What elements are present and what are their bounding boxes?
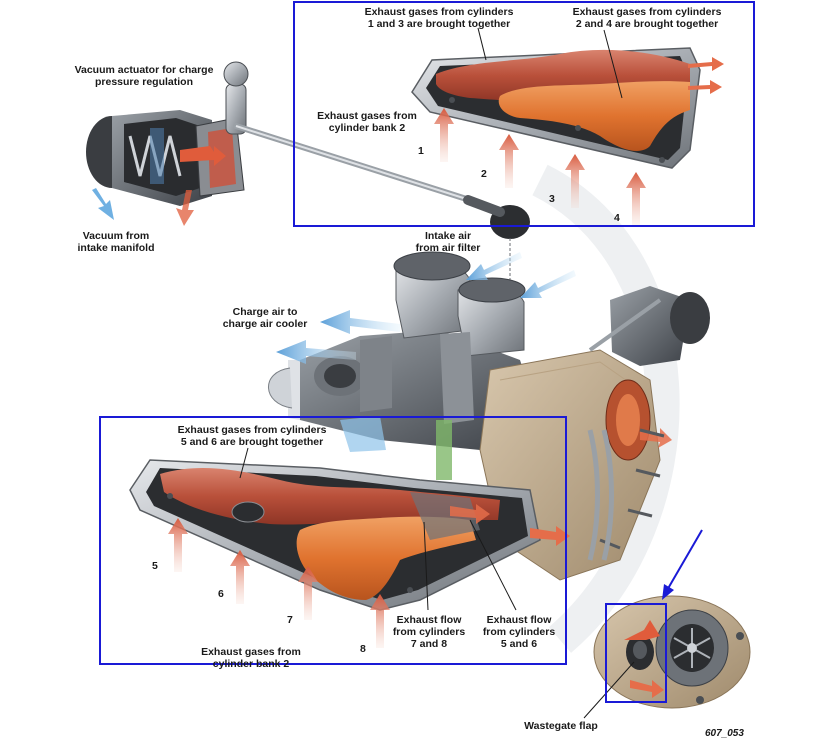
cylinder-inflow-arrows-top	[434, 108, 646, 226]
cylinder-number-6: 6	[218, 588, 224, 600]
actuator-rod	[233, 123, 530, 300]
cylinder-number-8: 8	[360, 643, 366, 655]
cylinder-inflow-arrows-lower	[168, 518, 390, 648]
exhaust-flow-arrows-lower	[450, 504, 570, 546]
upper-runner-2-4	[498, 81, 690, 151]
cylinder-number-5: 5	[152, 560, 158, 572]
cylinder-number-4: 4	[614, 212, 620, 224]
figure-id: 607_053	[705, 728, 744, 739]
vacuum-actuator	[86, 61, 249, 206]
label-wastegate-flap: Wastegate flap	[524, 720, 598, 732]
cylinder-number-1: 1	[418, 145, 424, 157]
upper-exhaust-manifold	[411, 47, 701, 169]
leader-lines	[239, 27, 635, 719]
cylinder-number-7: 7	[287, 614, 293, 626]
highlight-box-lower	[99, 416, 567, 665]
vacuum-inflow-arrows	[92, 188, 194, 226]
exhaust-outlet-arrows-top	[688, 57, 724, 94]
pointer-arrow	[662, 529, 703, 600]
highlight-box-wastegate	[605, 603, 667, 703]
cylinder-number-2: 2	[481, 168, 487, 180]
lower-exhaust-manifold	[129, 416, 541, 611]
background-swoosh	[532, 164, 680, 653]
cylinder-number-3: 3	[549, 193, 555, 205]
wastegate-inset	[593, 595, 751, 709]
charge-air-arrows	[276, 310, 400, 364]
intake-air-arrows	[466, 252, 576, 298]
highlight-box-upper	[293, 1, 755, 227]
